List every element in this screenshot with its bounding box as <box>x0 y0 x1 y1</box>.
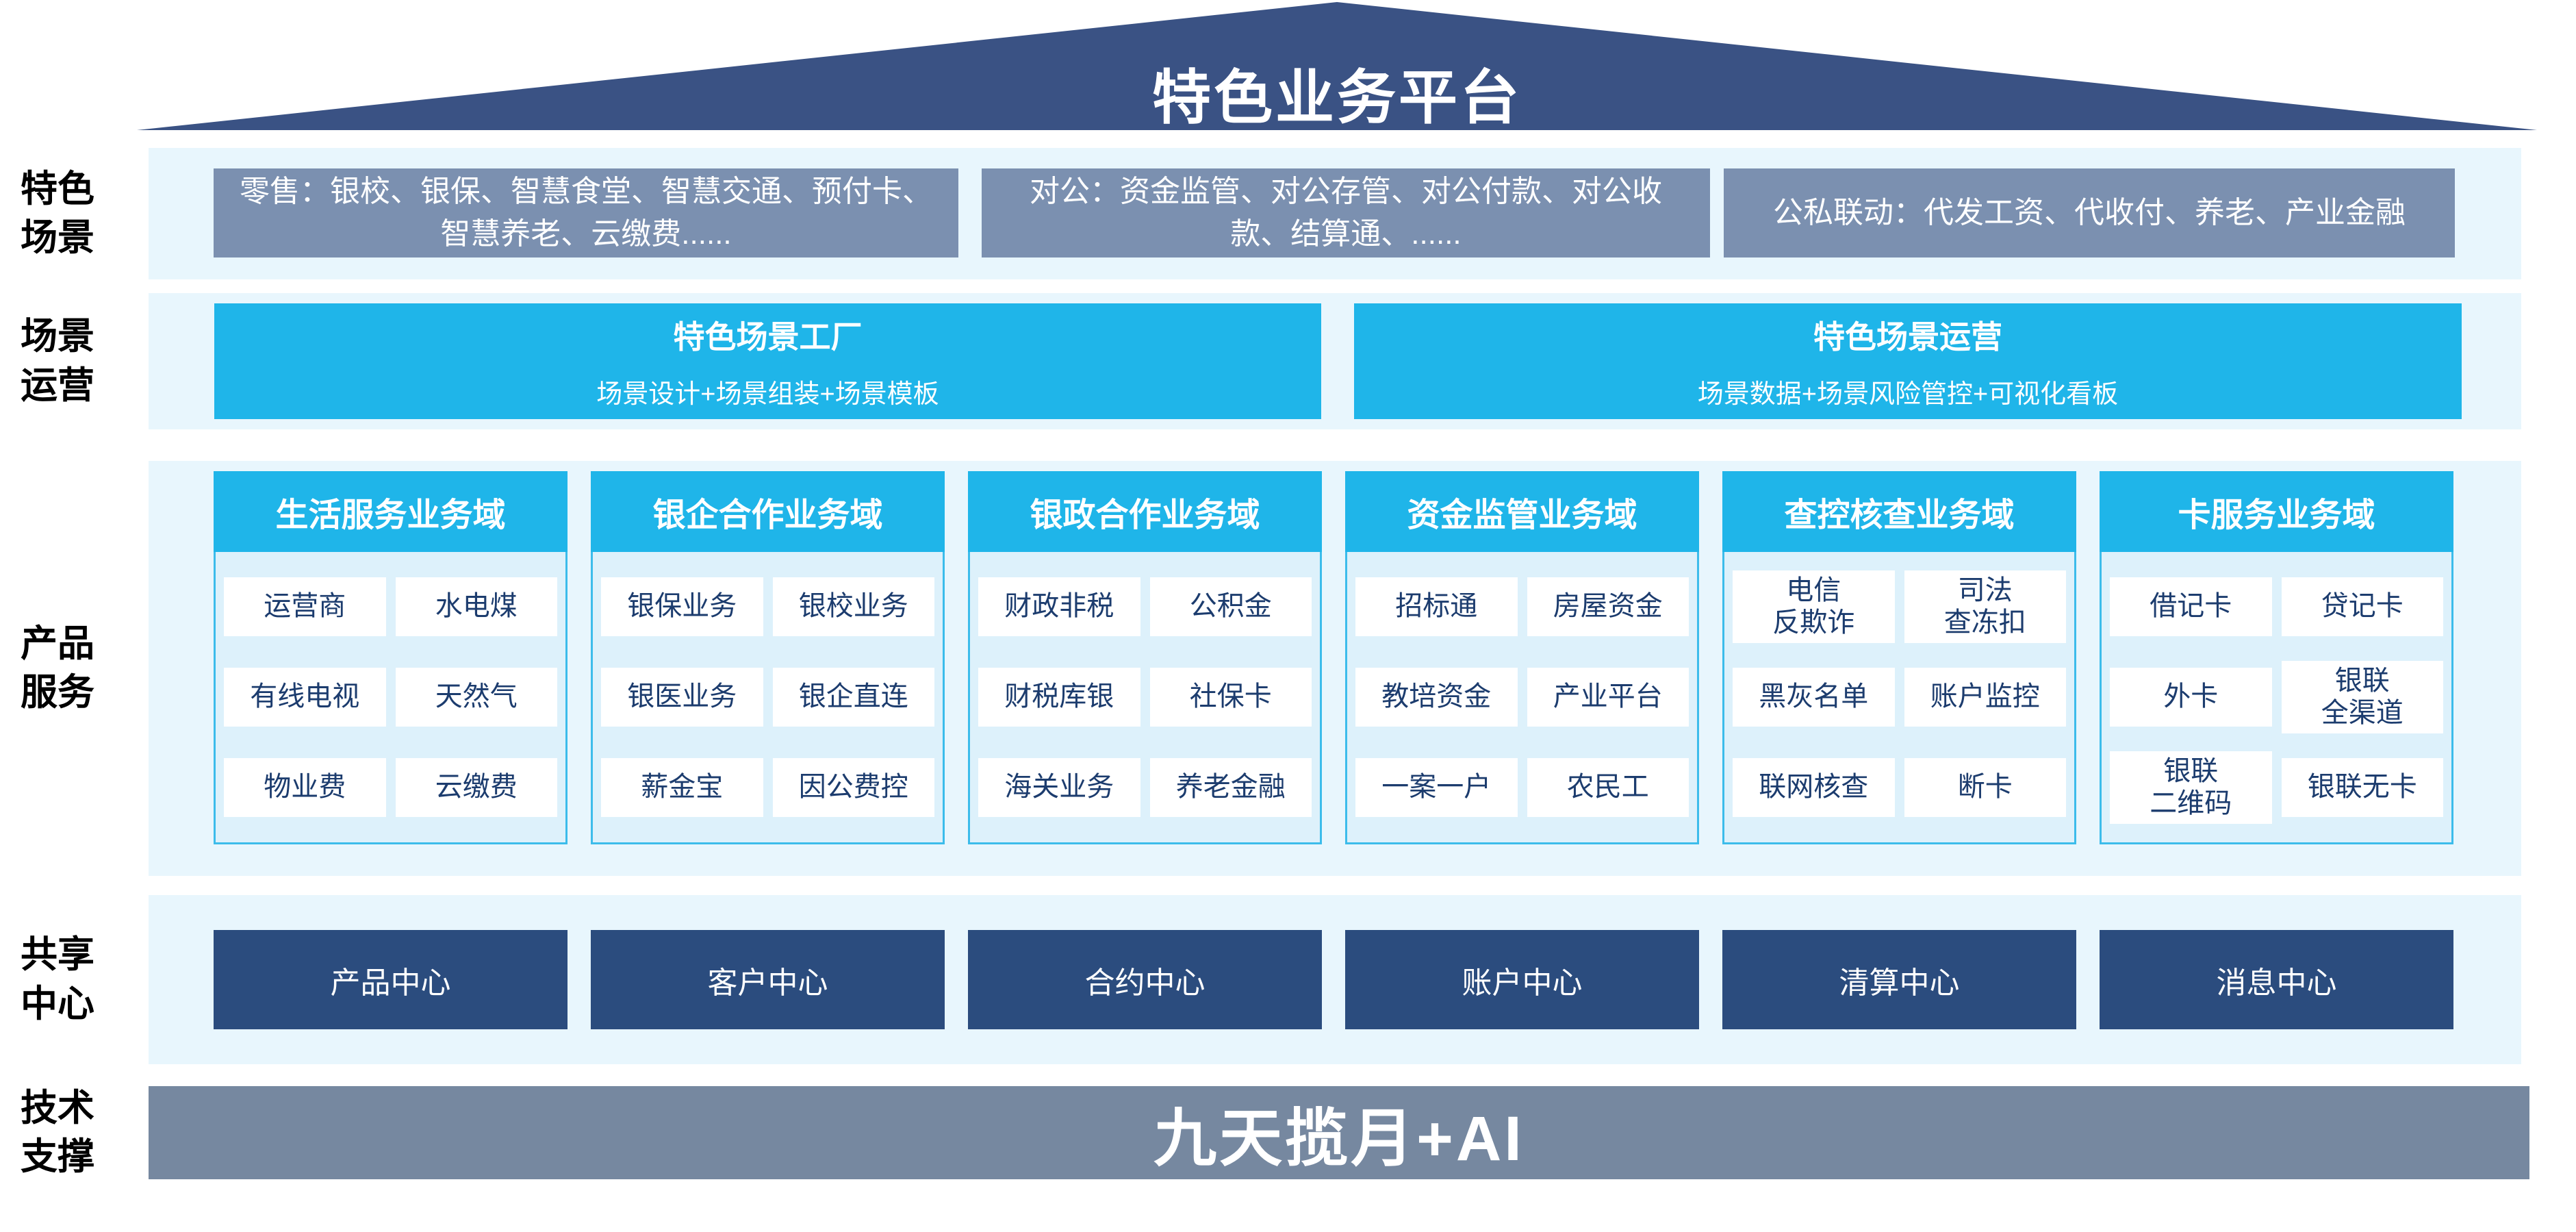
column-body: 运营商 水电煤 有线电视 天然气 物业费 云缴费 <box>214 552 568 844</box>
scene-operation-box: 特色场景运营 场景数据+场景风险管控+可视化看板 <box>1354 303 2462 419</box>
product-cell: 产业平台 <box>1527 668 1689 727</box>
product-column-inspection: 查控核查业务域 电信 反欺诈 司法 查冻扣 黑灰名单 账户监控 联网核查 断卡 <box>1722 471 2076 844</box>
product-cell: 银联无卡 <box>2281 758 2443 817</box>
product-column-bank-enterprise: 银企合作业务域 银保业务 银校业务 银医业务 银企直连 薪金宝 因公费控 <box>591 471 945 844</box>
scene-factory-title: 特色场景工厂 <box>673 319 863 355</box>
product-cell: 银联 全渠道 <box>2281 660 2443 734</box>
row-label-scene: 特色 场景 <box>21 168 94 258</box>
scene-box-public-private: 公私联动：代发工资、代收付、养老、产业金融 <box>1724 168 2455 257</box>
center-box-account: 账户中心 <box>1345 930 1699 1029</box>
product-cell: 银保业务 <box>601 577 763 636</box>
scene-operation-subtitle: 场景数据+场景风险管控+可视化看板 <box>1697 380 2119 409</box>
product-cell: 联网核查 <box>1733 758 1895 817</box>
product-columns: 生活服务业务域 运营商 水电煤 有线电视 天然气 物业费 云缴费 银企合作业务域… <box>214 471 2453 844</box>
center-box-clearing: 清算中心 <box>1722 930 2076 1029</box>
center-box-message: 消息中心 <box>2100 930 2453 1029</box>
product-cell: 天然气 <box>395 668 557 727</box>
product-cell: 养老金融 <box>1149 758 1312 817</box>
product-cell: 银医业务 <box>601 668 763 727</box>
product-cell: 云缴费 <box>395 758 557 817</box>
scene-box-corporate: 对公：资金监管、对公存管、对公付款、对公收款、结算通、...... <box>982 168 1710 257</box>
page-title: 特色业务平台 <box>1152 65 1522 131</box>
product-cell: 公积金 <box>1149 577 1312 636</box>
scene-factory-subtitle: 场景设计+场景组装+场景模板 <box>596 380 939 409</box>
product-cell: 海关业务 <box>978 758 1140 817</box>
product-column-fund-supervision: 资金监管业务域 招标通 房屋资金 教培资金 产业平台 一案一户 农民工 <box>1345 471 1699 844</box>
product-cell: 薪金宝 <box>601 758 763 817</box>
roof-shape <box>137 2 2537 130</box>
product-cell: 外卡 <box>2110 668 2272 727</box>
tech-support-bar: 九天揽月+AI <box>149 1086 2529 1179</box>
product-cell: 房屋资金 <box>1527 577 1689 636</box>
product-cell: 运营商 <box>224 577 386 636</box>
product-column-life-services: 生活服务业务域 运营商 水电煤 有线电视 天然气 物业费 云缴费 <box>214 471 568 844</box>
product-cell: 银企直连 <box>772 668 934 727</box>
product-cell: 一案一户 <box>1355 758 1518 817</box>
product-cell: 电信 反欺诈 <box>1733 570 1895 644</box>
row-label-operation: 场景 运营 <box>21 316 94 406</box>
product-cell: 借记卡 <box>2110 577 2272 636</box>
product-cell: 有线电视 <box>224 668 386 727</box>
product-column-bank-government: 银政合作业务域 财政非税 公积金 财税库银 社保卡 海关业务 养老金融 <box>968 471 1322 844</box>
scene-factory-box: 特色场景工厂 场景设计+场景组装+场景模板 <box>214 303 1321 419</box>
scene-box-retail: 零售：银校、银保、智慧食堂、智慧交通、预付卡、智慧养老、云缴费...... <box>214 168 958 257</box>
column-header: 生活服务业务域 <box>214 471 568 552</box>
center-box-contract: 合约中心 <box>968 930 1322 1029</box>
center-box-product: 产品中心 <box>214 930 568 1029</box>
column-header: 银企合作业务域 <box>591 471 945 552</box>
row-label-centers: 共享 中心 <box>21 934 94 1024</box>
column-header: 卡服务业务域 <box>2100 471 2453 552</box>
center-box-customer: 客户中心 <box>591 930 945 1029</box>
product-cell: 账户监控 <box>1904 668 2066 727</box>
product-cell: 水电煤 <box>395 577 557 636</box>
product-cell: 银校业务 <box>772 577 934 636</box>
column-body: 财政非税 公积金 财税库银 社保卡 海关业务 养老金融 <box>968 552 1322 844</box>
row-label-products: 产品 服务 <box>21 623 94 713</box>
product-cell: 断卡 <box>1904 758 2066 817</box>
product-cell: 财税库银 <box>978 668 1140 727</box>
column-header: 资金监管业务域 <box>1345 471 1699 552</box>
product-cell: 财政非税 <box>978 577 1140 636</box>
product-cell: 司法 查冻扣 <box>1904 570 2066 644</box>
column-body: 银保业务 银校业务 银医业务 银企直连 薪金宝 因公费控 <box>591 552 945 844</box>
column-body: 借记卡 贷记卡 外卡 银联 全渠道 银联 二维码 银联无卡 <box>2100 552 2453 844</box>
product-cell: 银联 二维码 <box>2110 751 2272 825</box>
product-cell: 农民工 <box>1527 758 1689 817</box>
product-cell: 物业费 <box>224 758 386 817</box>
shared-centers-row: 产品中心 客户中心 合约中心 账户中心 清算中心 消息中心 <box>214 930 2453 1029</box>
row-label-tech: 技术 支撑 <box>21 1087 94 1177</box>
product-cell: 招标通 <box>1355 577 1518 636</box>
column-body: 招标通 房屋资金 教培资金 产业平台 一案一户 农民工 <box>1345 552 1699 844</box>
column-header: 查控核查业务域 <box>1722 471 2076 552</box>
product-cell: 黑灰名单 <box>1733 668 1895 727</box>
product-column-card-services: 卡服务业务域 借记卡 贷记卡 外卡 银联 全渠道 银联 二维码 银联无卡 <box>2100 471 2453 844</box>
product-cell: 因公费控 <box>772 758 934 817</box>
product-cell: 贷记卡 <box>2281 577 2443 636</box>
product-cell: 社保卡 <box>1149 668 1312 727</box>
column-body: 电信 反欺诈 司法 查冻扣 黑灰名单 账户监控 联网核查 断卡 <box>1722 552 2076 844</box>
product-cell: 教培资金 <box>1355 668 1518 727</box>
column-header: 银政合作业务域 <box>968 471 1322 552</box>
scene-operation-title: 特色场景运营 <box>1813 319 2002 355</box>
